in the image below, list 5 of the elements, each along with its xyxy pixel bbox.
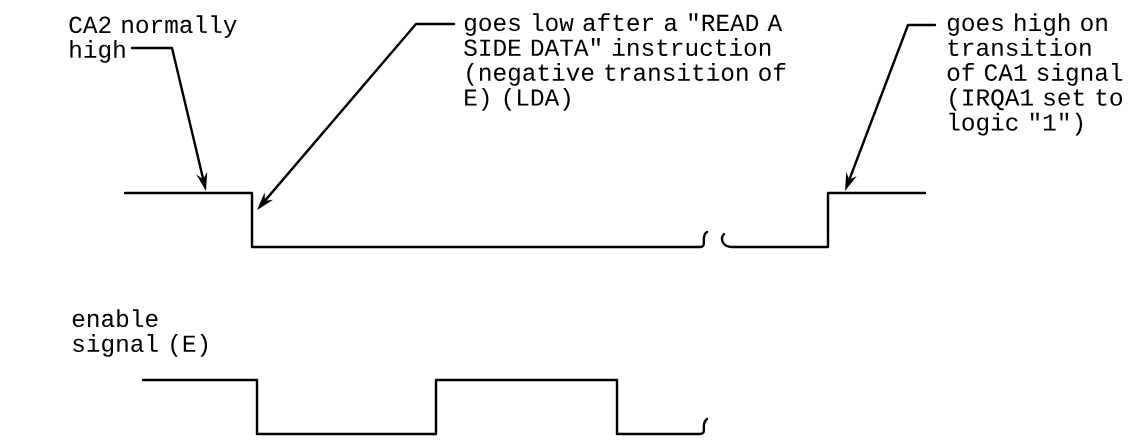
signal-label: enable signal (E) <box>72 309 208 357</box>
annotation-text: goes low after a "READ A SIDE DATA" instruction (negative transition of E) (LDA) <box>464 13 786 111</box>
waveform <box>123 191 927 249</box>
annotation-text: CA2 normally high <box>69 15 237 63</box>
annotation-text: goes high on transition of CA1 signal (IRQA1 set to logic "1") <box>947 13 1123 136</box>
